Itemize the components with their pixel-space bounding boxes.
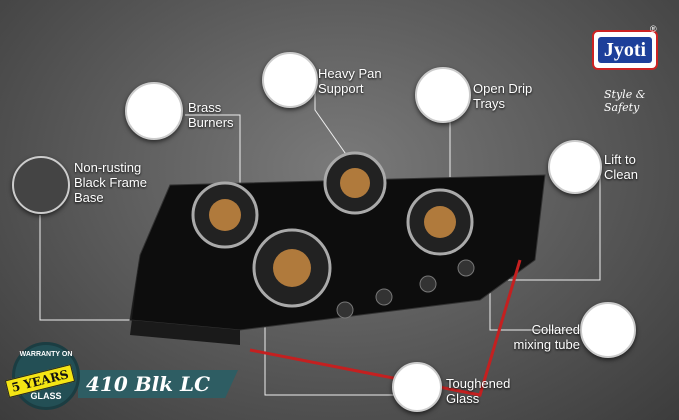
feature-frame-base: Non-rusting Black Frame Base [74,160,147,205]
feature-mixing-tube: Collared mixing tube [513,322,580,352]
burners [191,151,474,308]
brand-logo: Jyoti [592,30,658,70]
glass-image [392,362,442,412]
model-name: 410 Blk LC [78,370,238,398]
warranty-top: WARRANTY ON [19,351,73,358]
feature-drip-trays: Open Drip Trays [473,81,533,111]
registered-mark: ® [650,24,657,34]
frame-base-image [12,156,70,214]
brand-tagline: Style & Safety [604,88,646,114]
lift-image [548,140,602,194]
feature-brass-burners: Brass Burners [188,100,234,130]
warranty-bottom: GLASS [30,391,62,401]
feature-toughened-glass: Toughened Glass [446,376,511,406]
feature-pan-support: Heavy Pan Support [318,66,382,96]
feature-lift-clean: Lift to Clean [604,152,638,182]
mixing-tube-image [580,302,636,358]
pan-support-image [262,52,318,108]
drip-tray-image [415,67,471,123]
brass-burner-image [125,82,183,140]
